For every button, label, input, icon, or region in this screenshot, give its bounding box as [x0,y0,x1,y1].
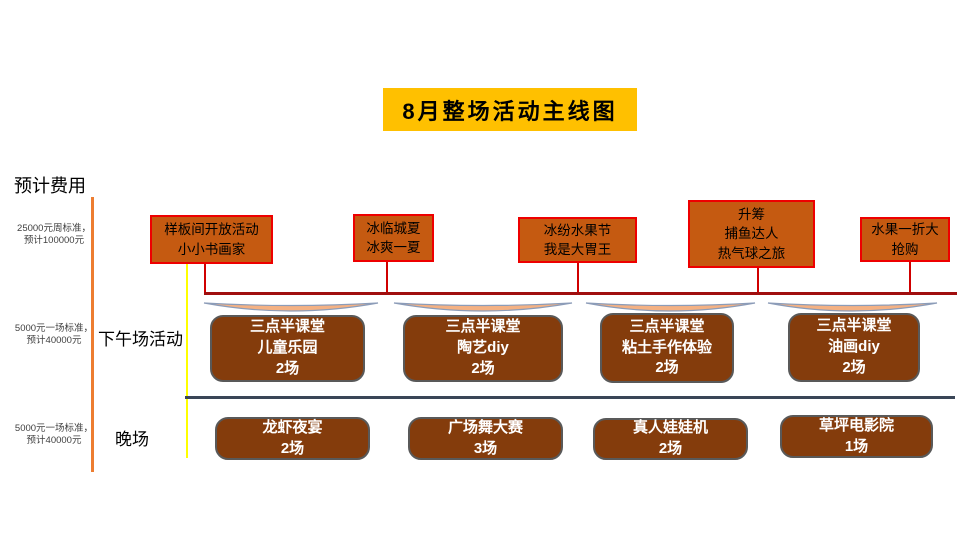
event-box-line: 冰爽一夏 [366,240,421,255]
page-title: 8月整场活动主线图 [383,88,637,131]
activity-box-lobster-dinner: 龙虾夜宴 2场 [215,417,370,460]
activity-box-line: 2场 [471,359,495,377]
activity-box-clay-craft: 三点半课堂 粘土手作体验 2场 [600,313,734,383]
connector-line [204,264,206,293]
brace-arc [203,302,379,312]
event-box-line: 热气球之旅 [717,245,786,261]
yellow-divider-line [186,264,188,458]
activity-box-line: 三点半课堂 [816,317,892,335]
event-box-line: 冰临城夏 [366,220,421,236]
activity-box-line: 三点半课堂 [629,317,705,335]
evening-divider-line [185,396,955,399]
connector-line [386,262,388,293]
activity-box-line: 2场 [658,440,683,457]
activity-box-line: 三点半课堂 [249,318,325,336]
cost-note-week: 25000元周标准， 预计100000元 [8,223,100,246]
cost-note-line: 5000元一场标准， [14,423,94,434]
event-box-ice-summer: 冰临城夏 冰爽一夏 [353,214,434,262]
connector-line [909,262,911,293]
evening-row-label: 晚场 [115,430,149,449]
cost-note-line: 预计40000元 [26,334,82,346]
brace-arc [767,302,938,312]
event-box-line: 我是大胃王 [543,242,612,257]
activity-box-claw-machine: 真人娃娃机 2场 [593,418,748,460]
activity-box-pottery-diy: 三点半课堂 陶艺diy 2场 [403,315,563,382]
activity-box-line: 广场舞大赛 [447,418,523,436]
activity-box-line: 草坪电影院 [818,416,894,434]
event-box-line: 样板间开放活动 [164,222,259,238]
activity-box-line: 1场 [844,437,869,455]
activity-box-line: 2场 [655,359,679,377]
activity-box-line: 3场 [473,439,498,457]
activity-box-line: 2场 [275,359,300,377]
activity-box-line: 真人娃娃机 [632,419,708,437]
cost-header-label: 预计费用 [14,176,86,196]
event-box-line: 冰纷水果节 [543,222,612,238]
activity-box-oil-painting-diy: 三点半课堂 油画diy 2场 [788,313,920,382]
event-box-balloon-trip: 升筹 捕鱼达人 热气球之旅 [688,200,815,268]
event-box-line: 抢购 [891,241,919,257]
cost-note-line: 25000元周标准， [17,223,91,234]
activity-box-square-dance: 广场舞大赛 3场 [408,417,563,460]
afternoon-row-label: 下午场活动 [98,330,183,349]
cost-note-evening: 5000元一场标准， 预计40000元 [8,423,100,446]
activity-box-line: 油画diy [828,338,880,356]
event-box-fruit-festival: 冰纷水果节 我是大胃王 [518,217,637,263]
event-box-line: 水果一折大 [871,222,939,238]
cost-note-line: 5000元一场标准， [14,323,94,334]
activity-box-kids-park: 三点半课堂 儿童乐园 2场 [210,315,365,382]
activity-box-line: 三点半课堂 [445,318,521,336]
cost-note-afternoon: 5000元一场标准， 预计40000元 [8,323,100,346]
brace-arc [585,302,756,312]
event-box-fruit-sale: 水果一折大 抢购 [860,217,950,262]
activity-box-lawn-cinema: 草坪电影院 1场 [780,415,933,458]
event-box-line: 小小书画家 [177,241,246,257]
connector-line [577,263,579,293]
activity-box-line: 儿童乐园 [257,339,318,357]
event-box-line: 捕鱼达人 [724,226,779,242]
activity-box-line: 粘土手作体验 [621,338,712,356]
brace-arc [393,302,573,312]
cost-axis-line [91,197,94,472]
activity-box-line: 2场 [280,439,305,457]
activity-box-line: 陶艺diy [457,339,509,357]
activity-box-line: 2场 [842,358,866,376]
activity-box-line: 龙虾夜宴 [262,418,323,436]
cost-note-line: 预计100000元 [23,234,85,246]
connector-line [757,268,759,293]
cost-note-line: 预计40000元 [26,434,82,446]
timeline-main-line [204,292,957,295]
event-box-showroom: 样板间开放活动 小小书画家 [150,215,273,264]
event-box-line: 升筹 [738,207,765,223]
